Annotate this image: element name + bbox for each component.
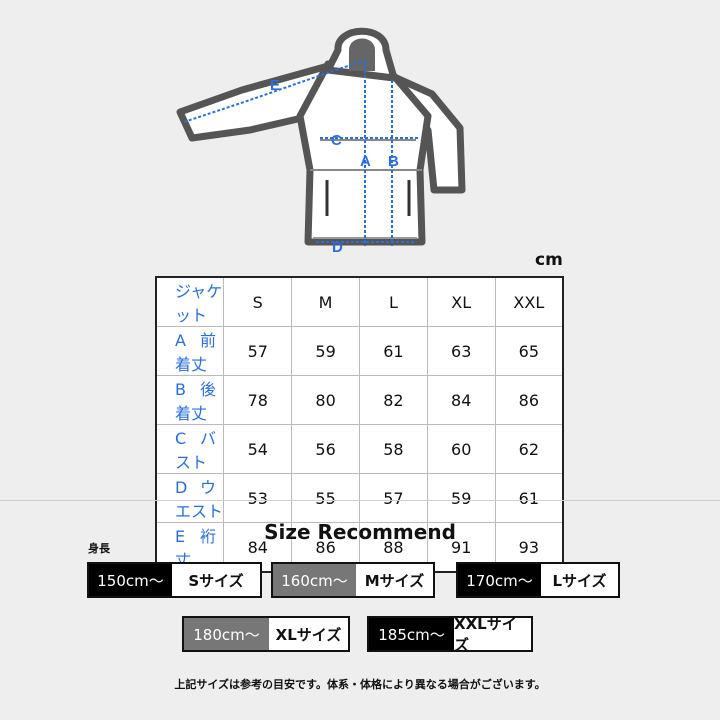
- footnote: 上記サイズは参考の目安です。体系・体格により異なる場合がございます。: [174, 678, 546, 691]
- recommend-height: 185cm〜: [369, 618, 454, 650]
- size-header: XL: [426, 276, 496, 327]
- table-cell: 63: [426, 326, 496, 376]
- recommend-size: Sサイズ: [188, 571, 244, 590]
- table-cell: 84: [426, 375, 496, 425]
- size-header: S: [223, 276, 293, 327]
- recommend-size: Mサイズ: [364, 571, 425, 590]
- recommend-title: Size Recommend: [264, 520, 456, 544]
- row-name: ウエスト: [175, 478, 224, 521]
- recommend-height: 150cm〜: [89, 564, 172, 596]
- label-d: D: [332, 239, 343, 256]
- row-name: 前着丈: [175, 331, 217, 374]
- table-cell: 59: [426, 473, 496, 523]
- recommend-box: 185cm〜 XXLサイズ: [367, 615, 533, 654]
- label-e: E: [270, 77, 280, 94]
- label-a: A: [360, 153, 371, 170]
- table-cell: 61: [358, 326, 428, 376]
- table-cell: 60: [426, 424, 496, 474]
- row-letter: A: [175, 331, 186, 350]
- unit-label: cm: [535, 250, 563, 270]
- table-cell: 62: [494, 424, 564, 474]
- recommend-box: 180cm〜 XLサイズ: [182, 616, 350, 652]
- row-letter: E: [175, 527, 186, 546]
- table-cell: 57: [358, 473, 428, 523]
- measure-lines: [183, 59, 418, 246]
- table-cell: 55: [291, 473, 360, 523]
- recommend-box: 150cm〜 Sサイズ: [87, 562, 262, 598]
- table-cell: 65: [494, 326, 564, 376]
- recommend-box: 160cm〜 Mサイズ: [271, 562, 435, 598]
- row-letter: C: [175, 429, 187, 448]
- size-header: L: [358, 276, 428, 327]
- label-c: C: [331, 132, 342, 149]
- table-cell: 54: [223, 424, 293, 474]
- row-letter: B: [175, 380, 186, 399]
- size-header: M: [291, 276, 360, 327]
- recommend-size: XLサイズ: [275, 625, 342, 644]
- label-b: B: [388, 153, 399, 170]
- section-divider: [0, 500, 720, 501]
- row-name: バスト: [175, 429, 217, 472]
- table-cell: 82: [358, 375, 428, 425]
- table-cell: 56: [291, 424, 360, 474]
- table-cell: 86: [494, 375, 564, 425]
- recommend-height: 170cm〜: [458, 564, 541, 596]
- recommend-height: 160cm〜: [273, 564, 356, 596]
- row-letter: D: [175, 478, 188, 497]
- table-cell: 80: [291, 375, 360, 425]
- recommend-box: 170cm〜 Lサイズ: [456, 562, 620, 598]
- table-cell: 53: [223, 473, 293, 523]
- jacket-outline: [176, 27, 466, 246]
- table-header-row: ジャケット S M L XL XXL: [155, 276, 564, 327]
- table-header-label: ジャケット: [155, 276, 225, 327]
- table-cell: 59: [291, 326, 360, 376]
- height-label: 身長: [88, 542, 110, 555]
- recommend-height: 180cm〜: [184, 618, 269, 650]
- jacket-diagram: A B C D E: [176, 27, 466, 256]
- table-cell: 78: [223, 375, 293, 425]
- size-header: XXL: [494, 276, 564, 327]
- table-cell: 58: [358, 424, 428, 474]
- table-cell: 61: [494, 473, 564, 523]
- recommend-size: XXLサイズ: [454, 615, 517, 654]
- table-cell: 57: [223, 326, 293, 376]
- row-name: 後着丈: [175, 380, 217, 423]
- recommend-size: Lサイズ: [552, 571, 607, 590]
